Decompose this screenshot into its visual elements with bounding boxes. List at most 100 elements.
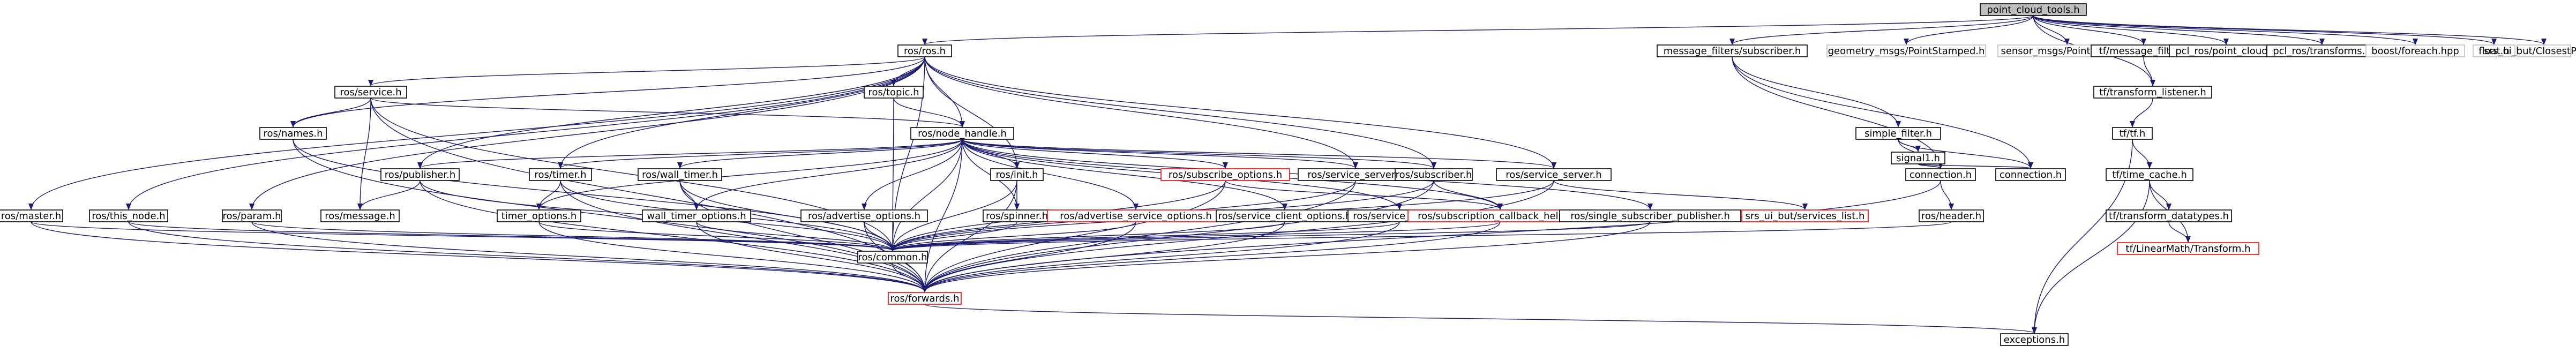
node-box [1905, 168, 1976, 181]
edge-ros_adv_srv_opts-to-ros_common [890, 221, 1136, 251]
edge-ros_service_server2-to-srs_services_list [1553, 180, 1808, 210]
node-ros-message[interactable]: ros/message.h [320, 209, 400, 222]
node-ros-param[interactable]: ros/param.h [222, 209, 282, 222]
edge-line [893, 97, 965, 127]
node-label: tf/tf.h [2120, 128, 2146, 139]
node-ros-adv-opts[interactable]: ros/advertise_options.h [800, 209, 928, 222]
edge-ros_master-to-ros_forwards [31, 221, 927, 292]
node-box [910, 127, 1014, 140]
node-ros-common[interactable]: ros/common.h [857, 251, 928, 264]
node-simple-filter[interactable]: simple_filter.h [1855, 127, 1941, 140]
node-ros-node-handle[interactable]: ros/node_handle.h [910, 127, 1014, 140]
node-pcl-tr[interactable]: pcl_ros/transforms.h [2266, 44, 2378, 57]
edge-root-to-pcl_tr [2033, 15, 2325, 45]
edge-line [1732, 56, 2033, 169]
node-box [2106, 209, 2232, 222]
node-ros-names[interactable]: ros/names.h [259, 127, 327, 140]
node-tf-linearmath-transform[interactable]: tf/LinearMath/Transform.h [2117, 242, 2259, 255]
node-pcl-pc[interactable]: pcl_ros/point_cloud.h [2169, 44, 2283, 57]
node-ros-spinner[interactable]: ros/spinner.h [983, 209, 1051, 222]
edge-ros_spinner-to-ros_common [890, 221, 1017, 251]
edge-ros_service-to-ros_message [357, 97, 371, 210]
node-ros-service-server[interactable]: ros/service_server.h [1298, 168, 1413, 181]
edge-line [890, 221, 1501, 251]
node-ros-timer[interactable]: ros/timer.h [529, 168, 592, 181]
node-exceptions-h[interactable]: exceptions.h [2000, 333, 2069, 346]
node-ros-single-sub-pub[interactable]: ros/single_subscriber_publisher.h [1559, 209, 1741, 222]
node-ros-subscriber[interactable]: ros/subscriber.h [1395, 168, 1473, 181]
edge-line [922, 221, 1400, 292]
edge-line [538, 221, 927, 292]
node-label: ros/service_server.h [1506, 169, 1601, 181]
node-label: ros/publisher.h [385, 169, 455, 181]
node-ros-publisher[interactable]: ros/publisher.h [380, 168, 460, 181]
node-label: srs_ui_but/services_list.h [1746, 211, 1865, 222]
edge-ros_publisher-to-ros_forwards [420, 180, 927, 292]
node-tf-tf[interactable]: tf/tf.h [2112, 127, 2153, 140]
node-label: tf/transform_listener.h [2099, 87, 2206, 98]
node-label: ros/service_client_options.h [1218, 211, 1352, 222]
node-tf-time-cache[interactable]: tf/time_cache.h [2106, 168, 2193, 181]
edge-line [922, 139, 963, 292]
node-timer-options[interactable]: timer_options.h [497, 209, 581, 222]
node-ros-service[interactable]: ros/service.h [334, 86, 407, 99]
node-signal1[interactable]: signal1.h [1891, 152, 1945, 164]
edge-ros_ros-to-ros_param [249, 56, 925, 210]
node-label: ros/single_subscriber_publisher.h [1570, 211, 1730, 222]
node-label: wall_timer_options.h [647, 211, 746, 222]
node-box [497, 209, 581, 222]
node-connection-h2[interactable]: connection.h [1995, 168, 2066, 181]
edge-line [922, 180, 1017, 292]
node-ros-service-server2[interactable]: ros/service_server.h [1496, 168, 1612, 181]
node-ros-this-node[interactable]: ros/this_node.h [89, 209, 168, 222]
node-ros-header[interactable]: ros/header.h [1919, 209, 1984, 222]
node-ros-srv-client-opts[interactable]: ros/service_client_options.h [1216, 209, 1354, 222]
node-boost-fe[interactable]: boost/foreach.hpp [2365, 44, 2465, 57]
edge-line [1732, 56, 1943, 169]
edge-line [2033, 15, 2547, 45]
edge-line [890, 221, 1136, 251]
edge-line [924, 56, 1556, 169]
edge-ros_header-to-ros_common [890, 221, 1952, 251]
node-ros-sub-opts[interactable]: ros/subscribe_options.h [1160, 168, 1290, 181]
node-ros-topic[interactable]: ros/topic.h [864, 86, 924, 99]
node-wall-timer-options[interactable]: wall_timer_options.h [642, 209, 751, 222]
node-box [857, 251, 928, 264]
node-mf-sub[interactable]: message_filters/subscriber.h [1657, 44, 1808, 57]
edge-line [128, 221, 927, 292]
node-label: ros/wall_timer.h [642, 169, 718, 181]
edge-ros_node_handle-to-ros_common [890, 139, 963, 251]
edge-line [1433, 180, 1503, 210]
edge-line [558, 139, 963, 169]
node-ros-forwards[interactable]: ros/forwards.h [888, 292, 962, 305]
edge-root-to-sensor_pc2 [2033, 15, 2070, 45]
node-tf-tl[interactable]: tf/transform_listener.h [2093, 86, 2212, 99]
edge-ros_sub_cb_helper-to-ros_common [890, 221, 1501, 251]
node-ros-master[interactable]: ros/master.h [0, 209, 63, 222]
node-ros-wall-timer[interactable]: ros/wall_timer.h [638, 168, 722, 181]
node-srs-cp[interactable]: srs_ui_but/ClosestPoint.h [2484, 44, 2576, 57]
edge-line [1553, 180, 1808, 210]
edge-timer_options-to-ros_forwards [538, 221, 927, 292]
edge-line [1729, 15, 2034, 45]
node-ros-init[interactable]: ros/init.h [990, 168, 1044, 181]
edge-line [368, 56, 925, 86]
edge-ros_this_node-to-ros_forwards [128, 221, 927, 292]
node-float-h[interactable]: float.h [2473, 44, 2515, 57]
node-ros-ros[interactable]: ros/ros.h [897, 44, 952, 57]
edge-line [962, 139, 1556, 169]
node-tf-transform-datatypes[interactable]: tf/transform_datatypes.h [2106, 209, 2232, 222]
edge-line [2033, 15, 2146, 45]
edge-ros_ros-to-ros_service_server2 [924, 56, 1556, 169]
node-ros-adv-srv-opts[interactable]: ros/advertise_service_options.h [1047, 209, 1225, 222]
edge-line [962, 139, 1287, 210]
node-box [864, 86, 924, 99]
edge-line [1898, 139, 2033, 169]
node-geom-ps[interactable]: geometry_msgs/PointStamped.h [1826, 44, 1986, 57]
edge-line [890, 139, 963, 251]
node-srs-services-list[interactable]: srs_ui_but/services_list.h [1741, 209, 1869, 222]
node-label: srs_ui_but/ClosestPoint.h [2484, 46, 2576, 57]
edge-ros_sub_opts-to-ros_sub_cb_helper [1225, 180, 1503, 210]
node-connection-h[interactable]: connection.h [1905, 168, 1976, 181]
node-label: signal1.h [1896, 153, 1940, 164]
